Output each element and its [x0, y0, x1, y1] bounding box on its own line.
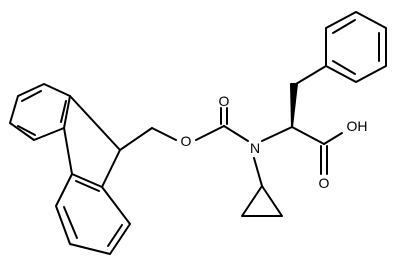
- hydroxyl-label: OH: [347, 118, 368, 134]
- bond-ch2-phenyl: [295, 65, 327, 85]
- ester-oxygen-label: O: [181, 133, 192, 149]
- bond-ch2-o: [151, 127, 177, 141]
- nitrogen-label: N: [250, 140, 260, 156]
- bond-ch-ch2: [119, 127, 153, 151]
- bond-n-alpha: [261, 126, 293, 142]
- bond-alpha-carboxyl: [291, 126, 325, 145]
- fluorene-five-ring: [63, 95, 121, 188]
- stereo-wedge-bond: [290, 83, 298, 128]
- bond-n-cyclopropyl: [253, 157, 263, 187]
- acid-oxygen-label: O: [319, 175, 330, 191]
- phenyl-ring: [325, 11, 387, 83]
- bond-o-carbonyl: [195, 125, 225, 141]
- bond-carboxyl-oh: [323, 132, 343, 145]
- cyclopropyl-ring: [241, 185, 283, 217]
- bond-carbonyl-n: [223, 125, 249, 142]
- carbonyl-oxygen-label: O: [219, 93, 230, 109]
- fluorene-upper-ring: [9, 83, 71, 141]
- fluorene-lower-ring: [55, 173, 131, 255]
